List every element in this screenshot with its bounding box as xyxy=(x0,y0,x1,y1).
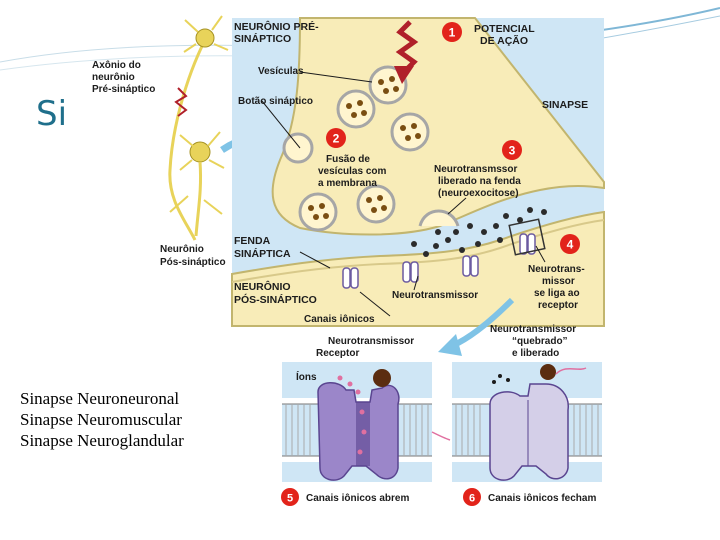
ion-channels-label: Canais iônicos xyxy=(304,314,375,325)
pre-neuron-label-line-2: SINÁPTICO xyxy=(234,32,291,45)
vesicles-label: Vesículas xyxy=(258,66,304,77)
step-badge-4-number: 4 xyxy=(567,238,574,252)
fusion-label-line-2: vesículas com xyxy=(318,166,386,177)
released-label-line-2: liberado na fenda xyxy=(438,176,521,187)
step-badges: 1 2 3 4 xyxy=(326,22,580,254)
pre-neuron-label-line-1: NEURÔNIO PRÉ- xyxy=(234,20,319,33)
fusion-label-line-1: Fusão de xyxy=(326,154,370,165)
action-potential-label-line-1: POTENCIAL xyxy=(474,23,535,35)
nt-receptor-label-line-1: Neurotransmissor xyxy=(328,336,414,347)
nt-receptor-label-line-2: Receptor xyxy=(316,348,359,359)
post-neuron-panel-label-line-2: PÓS-SINÁPTICO xyxy=(234,293,317,306)
synapse-label: SINAPSE xyxy=(542,99,588,111)
post-neuron-label-line-2: Pós-sináptico xyxy=(160,257,226,268)
broken-label-line-1: Neurotransmissor xyxy=(490,324,576,335)
step-badge-1-number: 1 xyxy=(449,26,456,40)
bullet-list: Sinapse Neuroneuronal Sinapse Neuromuscu… xyxy=(20,388,184,451)
ions-label: Íons xyxy=(296,370,317,383)
step-badge-5 xyxy=(281,488,299,506)
binds-label-line-3: se liga ao xyxy=(534,288,580,299)
postsynaptic-receptors xyxy=(342,233,536,289)
vesicles xyxy=(282,65,460,232)
neurotransmitter-bound xyxy=(373,369,391,387)
step-badge-1 xyxy=(442,22,462,42)
binds-label-line-4: receptor xyxy=(538,300,578,311)
zoom-box xyxy=(508,218,546,256)
step-badge-3 xyxy=(502,140,522,160)
post-neuron-panel-label-line-1: NEURÔNIO xyxy=(234,280,291,293)
step-badge-2-number: 2 xyxy=(333,132,340,146)
step-badge-2 xyxy=(326,128,346,148)
axon-label-line-3: Pré-sináptico xyxy=(92,84,155,95)
slide-title: Si xyxy=(36,94,68,134)
action-potential-arrow xyxy=(395,20,419,74)
step-badge-6 xyxy=(463,488,481,506)
step-badge-4 xyxy=(560,234,580,254)
ions xyxy=(337,375,367,455)
presynaptic-neuron-drawing xyxy=(168,15,229,241)
step-badge-6-number: 6 xyxy=(469,493,475,505)
binds-label-line-2: missor xyxy=(542,276,575,287)
axon-label-line-1: Axônio do xyxy=(92,60,141,71)
cleft-label-line-1: FENDA xyxy=(234,235,271,247)
open-channels-label: Canais iônicos abrem xyxy=(306,493,409,504)
neurotransmitter-label: Neurotransmissor xyxy=(392,290,478,301)
bullet-item: Sinapse Neuroglandular xyxy=(20,431,184,450)
transition-arrow xyxy=(431,431,451,441)
close-channels-label: Canais iônicos fecham xyxy=(488,493,596,504)
closed-channel-protein xyxy=(489,383,569,481)
cleft-label-line-2: SINÁPTICA xyxy=(234,247,291,260)
broken-label-line-2: “quebrado” xyxy=(512,336,568,347)
detail-arrowhead xyxy=(438,334,462,356)
step-badge-3-number: 3 xyxy=(509,144,516,158)
terminal-button-label: Botão sináptico xyxy=(238,96,313,107)
neurotransmitter-dots xyxy=(411,207,547,257)
neurotransmitter-released xyxy=(540,364,556,380)
step-badge-5-number: 5 xyxy=(287,493,293,505)
fusion-label-line-3: a membrana xyxy=(318,178,377,189)
axon-label-line-2: neurônio xyxy=(92,72,135,83)
action-potential-label-line-2: DE AÇÃO xyxy=(480,34,528,47)
binds-label-line-1: Neurotrans- xyxy=(528,264,585,275)
released-label-line-3: (neuroexocitose) xyxy=(438,188,519,199)
bullet-item: Sinapse Neuromuscular xyxy=(20,410,182,429)
released-label-line-1: Neurotransmssor xyxy=(434,164,517,175)
post-neuron-label-line-1: Neurônio xyxy=(160,244,204,255)
broken-label-line-3: e liberado xyxy=(512,348,559,359)
action-potential-arrowhead xyxy=(394,66,414,84)
bullet-item: Sinapse Neuroneuronal xyxy=(20,389,180,408)
